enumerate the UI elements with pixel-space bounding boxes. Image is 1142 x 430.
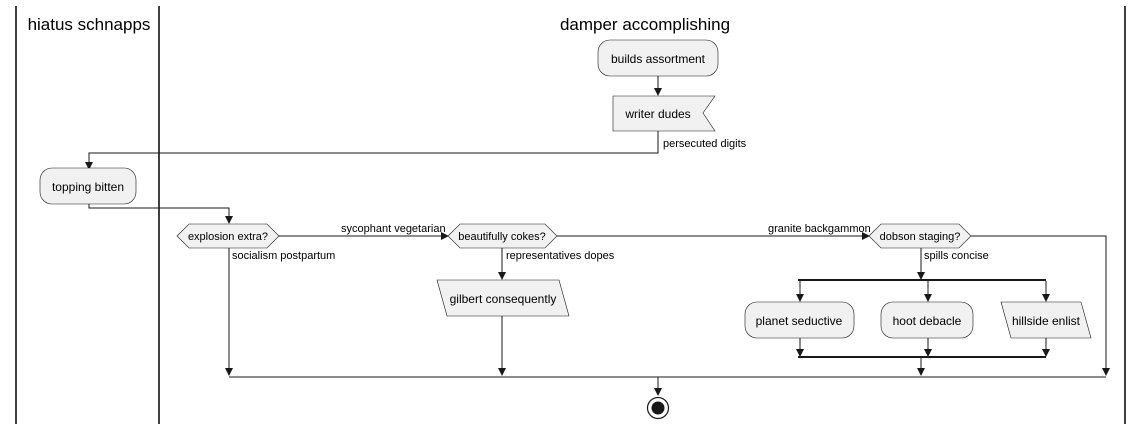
- activity-label: planet seductive: [756, 314, 843, 328]
- arrow-head: [654, 388, 662, 396]
- decision-dobson-staging: dobson staging?: [868, 223, 972, 249]
- activity-label: hoot debacle: [893, 314, 962, 328]
- arrow-head: [225, 368, 233, 376]
- activity-planet-seductive: planet seductive: [744, 301, 855, 339]
- arrow-head: [862, 232, 870, 240]
- decision-label: beautifully cokes?: [458, 231, 545, 243]
- io-label: gilbert consequently: [450, 292, 557, 306]
- io-gilbert-consequently: gilbert consequently: [436, 279, 570, 317]
- edge-label-representatives-dopes: representatives dopes: [506, 250, 615, 262]
- signal-writer-dudes: writer dudes: [612, 95, 716, 132]
- activity-builds-assortment: builds assortment: [597, 39, 719, 77]
- activity-label: builds assortment: [611, 52, 706, 66]
- edge-label-persecuted-digits: persecuted digits: [663, 138, 747, 150]
- io-hillside-enlist: hillside enlist: [1000, 301, 1092, 339]
- activity-hoot-debacle: hoot debacle: [880, 301, 974, 339]
- arrow-head: [924, 349, 932, 357]
- edge-writer-to-topping: [88, 131, 659, 164]
- arrow-head: [796, 294, 804, 302]
- arrow-head: [441, 232, 449, 240]
- arrow-head: [498, 272, 506, 280]
- edge-label-spills-concise: spills concise: [924, 250, 989, 262]
- edge-dobson-else-to-merge: [971, 235, 1107, 370]
- edge-label-sycophant-vegetarian: sycophant vegetarian: [341, 223, 446, 235]
- arrow-head: [498, 368, 506, 376]
- arrow-head: [1042, 294, 1050, 302]
- lane-title-damper-accomplishing: damper accomplishing: [560, 15, 730, 34]
- decision-label: explosion extra?: [188, 231, 268, 243]
- arrow-head: [1102, 368, 1110, 376]
- arrow-head: [1042, 349, 1050, 357]
- activity-label: topping bitten: [52, 180, 124, 194]
- lane-title-hiatus-schnapps: hiatus schnapps: [28, 15, 151, 34]
- edge-label-socialism-postpartum: socialism postpartum: [232, 250, 335, 262]
- decision-explosion-extra: explosion extra?: [176, 223, 280, 249]
- decision-label: dobson staging?: [880, 231, 961, 243]
- stop-node: [646, 396, 670, 420]
- arrow-head: [917, 272, 925, 280]
- arrow-head: [796, 349, 804, 357]
- decision-beautifully-cokes: beautifully cokes?: [447, 223, 558, 249]
- arrow-head: [225, 216, 233, 224]
- edge-topping-to-explosion: [88, 204, 230, 218]
- arrow-head: [917, 368, 925, 376]
- io-label: hillside enlist: [1012, 314, 1081, 328]
- edge-label-granite-backgammon: granite backgammon: [768, 223, 871, 235]
- signal-label: writer dudes: [624, 107, 690, 121]
- arrow-head: [85, 162, 93, 170]
- activity-topping-bitten: topping bitten: [39, 167, 137, 205]
- arrow-head: [924, 294, 932, 302]
- arrow-head: [654, 88, 662, 96]
